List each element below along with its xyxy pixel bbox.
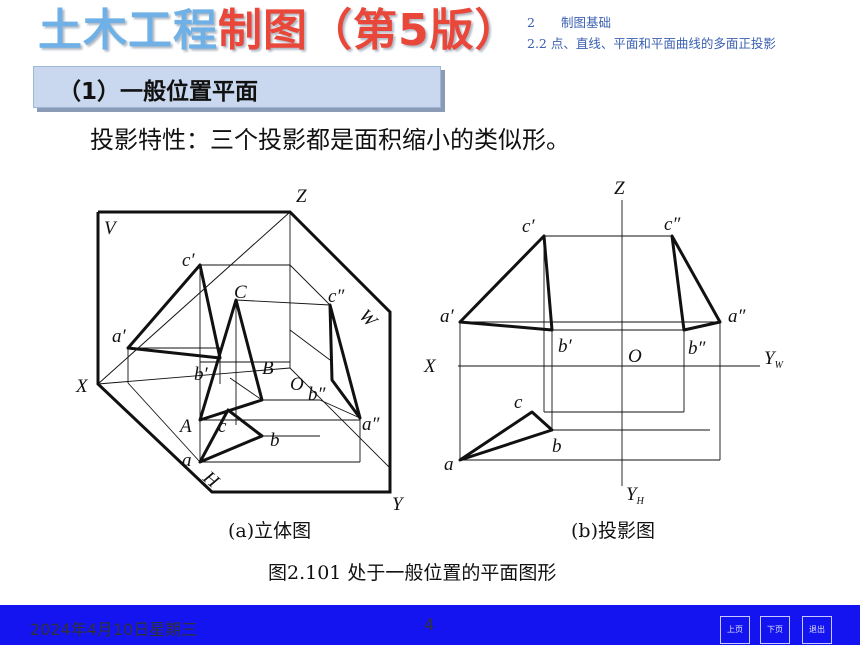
proj-label-b-prime: b′ — [558, 336, 573, 357]
label-a-prime: a′ — [112, 326, 127, 347]
proj-label-YW: YW — [764, 348, 785, 371]
projection-figure: V Z X Y W H c′ C c″ a′ b′ B O b″ A c b a… — [75, 178, 785, 515]
proj-label-a: a — [444, 454, 454, 475]
label-c: c — [218, 416, 227, 437]
chapter-number: 2 — [527, 15, 535, 30]
proj-label-c-double-prime: c″ — [664, 214, 681, 235]
section-title-box: （1）一般位置平面 — [33, 66, 441, 108]
label-c-double-prime: c″ — [328, 286, 345, 307]
property-text: 投影特性：三个投影都是面积缩小的类似形。 — [90, 126, 570, 154]
prev-page-button[interactable]: 上页 — [720, 616, 750, 644]
caption-a: (a)立体图 — [228, 520, 312, 542]
label-H: H — [198, 467, 224, 493]
section-title: （1）一般位置平面 — [58, 79, 259, 105]
label-b: b — [270, 430, 280, 451]
proj-label-c-prime: c′ — [522, 216, 535, 237]
figure-3d: V Z X Y W H c′ C c″ a′ b′ B O b″ A c b a… — [75, 186, 405, 515]
page-number: 4 — [424, 615, 435, 634]
course-title-part2: 制图（第5版） — [218, 5, 520, 56]
label-c-prime: c′ — [182, 250, 195, 271]
proj-label-a-prime: a′ — [440, 306, 455, 327]
chapter-info: 2 制图基础 2.2 点、直线、平面和平面曲线的多面正投影 — [527, 12, 776, 54]
label-B: B — [262, 358, 274, 379]
next-page-button[interactable]: 下页 — [760, 616, 790, 644]
label-O: O — [290, 374, 304, 395]
footer-bar: 2024年4月10日星期三 4 上页 下页 退出 — [0, 605, 860, 645]
course-title-part1: 土木工程 — [38, 5, 218, 56]
proj-label-b: b — [552, 436, 562, 457]
proj-label-Z: Z — [614, 178, 625, 199]
footer-date: 2024年4月10日星期三 — [30, 620, 198, 639]
section-line: 2.2 点、直线、平面和平面曲线的多面正投影 — [527, 36, 776, 51]
proj-label-c: c — [514, 392, 523, 413]
figure-projection: Z c′ c″ a′ a″ b′ b″ X O YW c b a YH — [423, 178, 785, 507]
caption-b: (b)投影图 — [571, 520, 655, 542]
proj-label-O: O — [628, 346, 642, 367]
label-A: A — [178, 416, 192, 437]
exit-button[interactable]: 退出 — [802, 616, 832, 644]
label-b-double-prime: b″ — [308, 384, 327, 405]
proj-label-a-double-prime: a″ — [728, 306, 747, 327]
chapter-name: 制图基础 — [560, 15, 611, 30]
label-a-double-prime: a″ — [362, 414, 381, 435]
figure-caption: 图2.101 处于一般位置的平面图形 — [268, 562, 557, 584]
label-Y: Y — [392, 494, 405, 515]
course-title: 土木工程制图（第5版） — [38, 2, 520, 60]
proj-label-b-double-prime: b″ — [688, 338, 707, 359]
label-Z: Z — [296, 186, 307, 207]
label-a: a — [182, 450, 192, 471]
label-V: V — [104, 218, 118, 239]
proj-label-YH: YH — [626, 484, 645, 507]
label-W: W — [355, 305, 383, 333]
label-C: C — [234, 282, 247, 303]
label-b-prime: b′ — [194, 364, 209, 385]
proj-label-X: X — [423, 356, 437, 377]
label-X: X — [75, 376, 89, 397]
